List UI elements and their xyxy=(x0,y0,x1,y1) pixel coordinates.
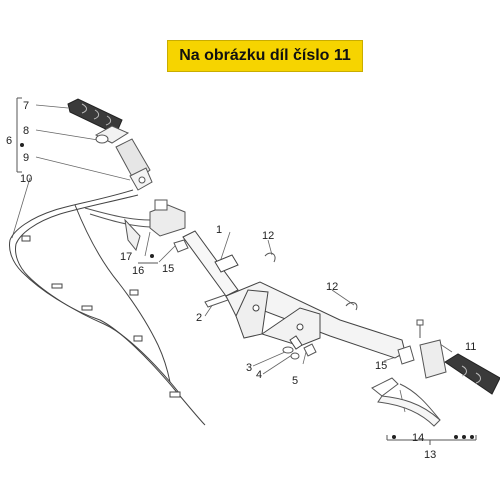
clamp-part-15-left xyxy=(173,239,189,253)
callout-4: 4 xyxy=(256,369,262,381)
callout-1: 1 xyxy=(216,224,222,236)
throttle-cables-part-10 xyxy=(9,189,206,426)
master-cylinder-part-16 xyxy=(84,199,186,252)
bracket-6-9 xyxy=(16,97,22,173)
callout-6: 6 xyxy=(6,135,12,147)
callout-9: 9 xyxy=(23,152,29,164)
dot-13b xyxy=(462,435,466,439)
marker-dots xyxy=(20,143,474,439)
callout-14: 14 xyxy=(412,432,424,444)
bracket-13 xyxy=(386,435,477,445)
right-grip-part-11 xyxy=(416,319,500,395)
banner-text: Na obrázku díl číslo 11 xyxy=(179,47,351,64)
callout-15-left: 15 xyxy=(162,263,174,275)
callout-5: 5 xyxy=(292,375,298,387)
callout-8: 8 xyxy=(23,125,29,137)
callout-3: 3 xyxy=(246,362,252,374)
callout-12-lower: 12 xyxy=(326,281,338,293)
dot-14 xyxy=(392,435,396,439)
callout-11: 11 xyxy=(465,341,476,353)
left-grip-part-7 xyxy=(67,98,123,135)
washers-parts-3-5 xyxy=(282,343,317,360)
throttle-sleeve-part-8 xyxy=(94,125,130,144)
callout-7: 7 xyxy=(23,100,29,112)
dot-13c xyxy=(470,435,474,439)
callout-17: 17 xyxy=(120,251,132,263)
callout-labels: 7 8 6 9 10 17 16 15 1 12 12 2 3 4 5 15 1… xyxy=(6,100,476,461)
part-number-banner: Na obrázku díl číslo 11 xyxy=(167,40,363,72)
dot-6 xyxy=(20,143,24,147)
callout-13: 13 xyxy=(424,449,436,461)
callout-12-upper: 12 xyxy=(262,230,274,242)
callout-15-right: 15 xyxy=(375,360,387,372)
clip-part-12-upper xyxy=(264,252,276,263)
callout-10: 10 xyxy=(20,173,32,185)
dot-13a xyxy=(454,435,458,439)
callout-2: 2 xyxy=(196,312,202,324)
clip-part-12-lower xyxy=(345,302,358,311)
throttle-control-part-9 xyxy=(115,138,153,191)
dot-17 xyxy=(150,254,154,258)
brake-lever-part-14 xyxy=(371,377,441,427)
switch-part-15-right xyxy=(397,345,415,365)
bolt-part-2 xyxy=(204,294,229,308)
handlebar-part-1 xyxy=(182,230,406,359)
callout-16: 16 xyxy=(132,265,144,277)
